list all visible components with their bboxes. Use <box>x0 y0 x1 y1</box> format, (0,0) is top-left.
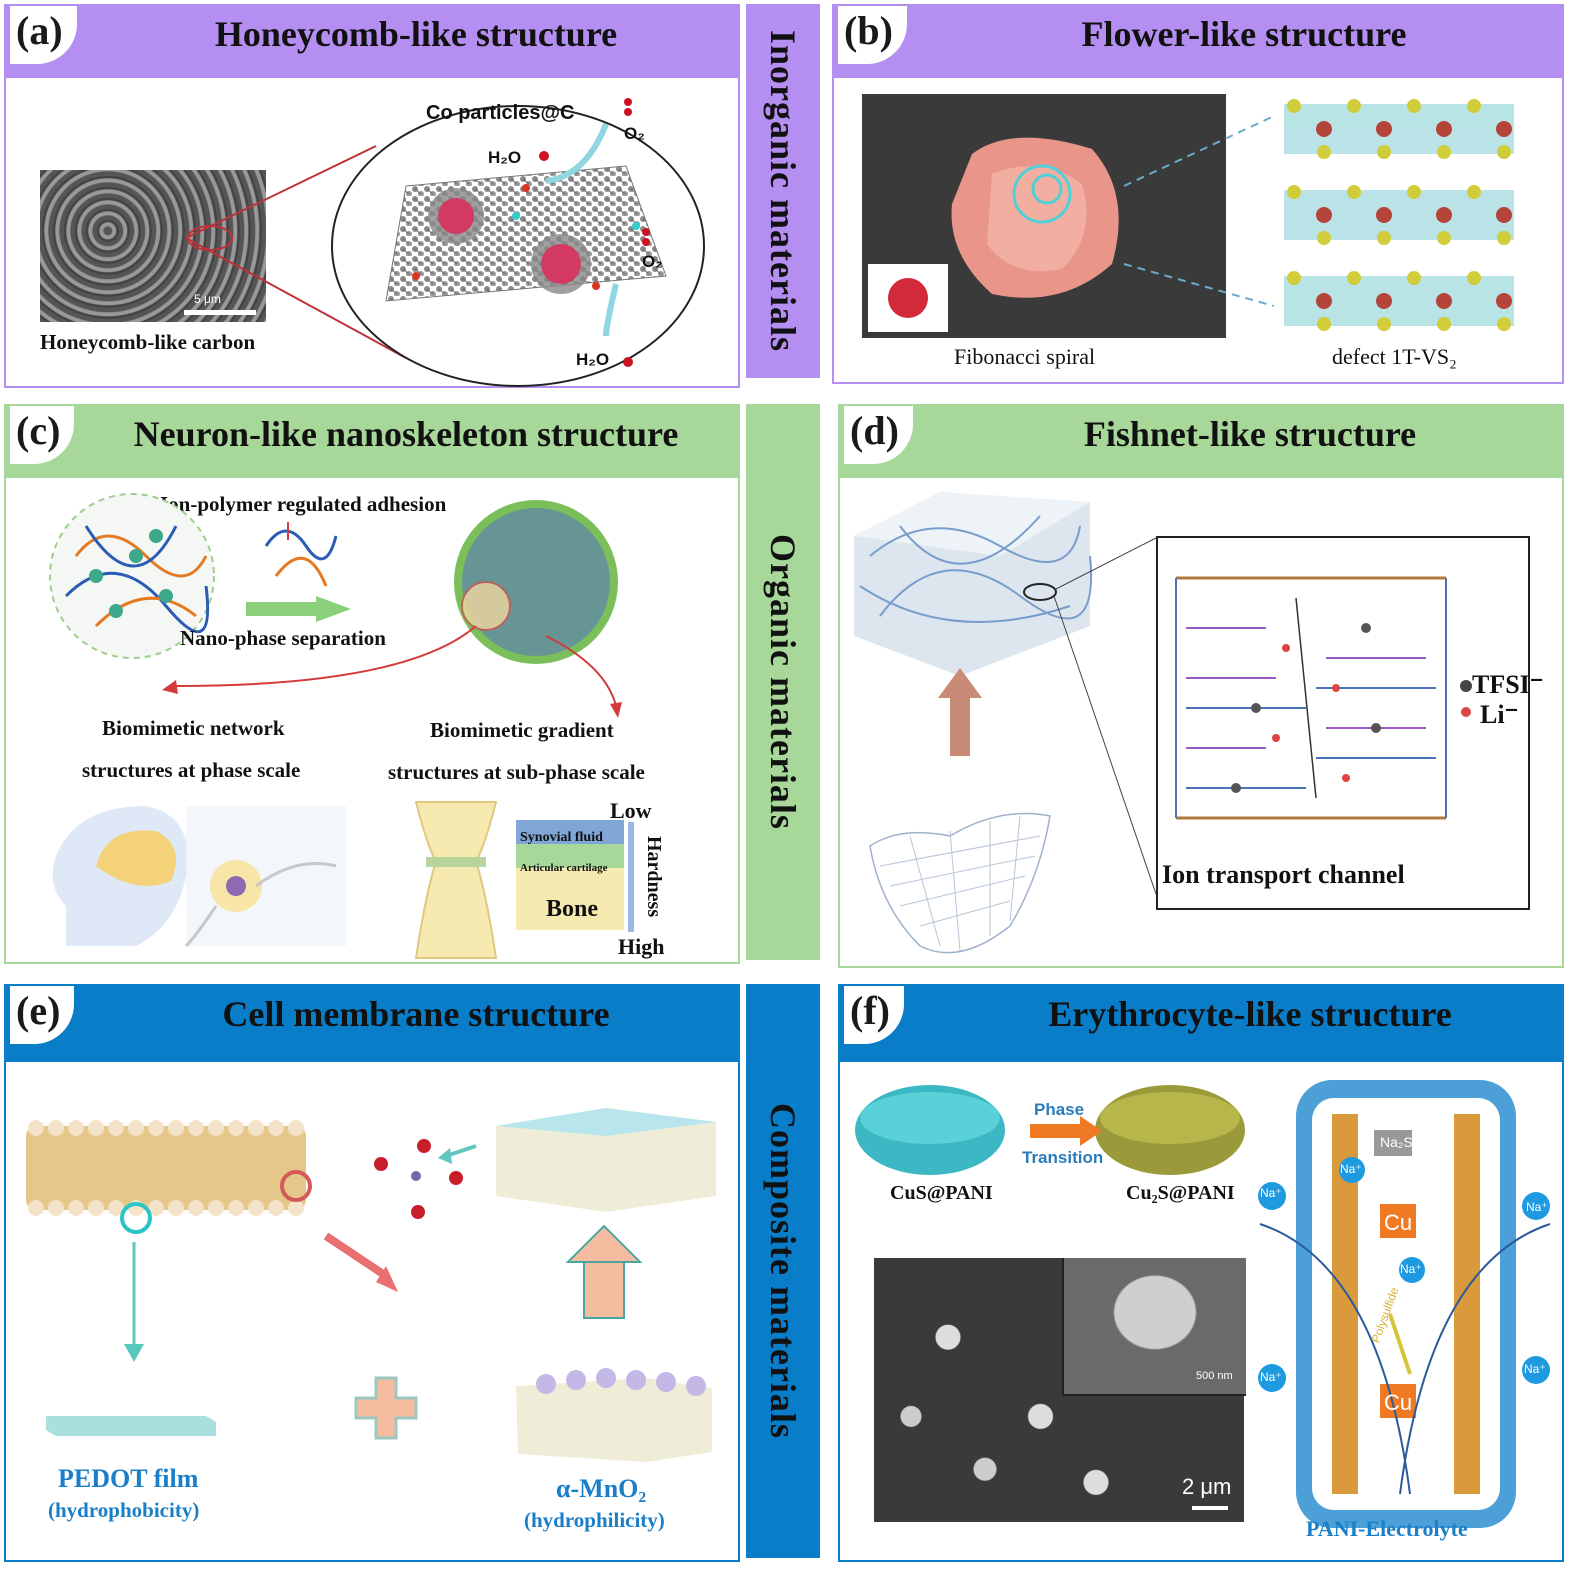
side-label-composite-text: Composite materials <box>763 1103 803 1439</box>
panel-f: (f) Erythrocyte-like structure Phase Tra… <box>838 984 1564 1562</box>
gradient-label-line1: Biomimetic gradient <box>430 718 614 742</box>
carbon-lattice-illustration <box>385 165 667 302</box>
panel-e-header <box>6 986 738 1062</box>
vs2-crystal-illustration <box>1284 99 1514 331</box>
panel-c-letter: (c) <box>10 406 75 464</box>
inset-scale-label: 500 nm <box>1196 1370 1233 1382</box>
phase-label: Phase <box>1034 1100 1085 1119</box>
h2o-bottom-label: H₂O <box>576 350 610 369</box>
tfsi-label: TFSI⁻ <box>1472 670 1544 699</box>
legend-markers <box>1460 680 1472 717</box>
polymer-chain-illustration <box>1175 576 1447 820</box>
panel-a-header <box>6 6 738 78</box>
sem-inset-image <box>1062 1258 1246 1396</box>
fishnet-block-illustration <box>854 492 1157 954</box>
side-label-organic-text: Organic materials <box>763 534 803 830</box>
ion-channel-label: Ion transport channel <box>1162 860 1405 889</box>
synovial-label: Synovial fluid <box>520 830 603 845</box>
na2s-label: Na₂S <box>1380 1134 1413 1150</box>
co-particles-label: Co particles@C <box>426 102 575 124</box>
panel-f-header <box>840 986 1562 1062</box>
disc-transition-illustration <box>855 1085 1245 1175</box>
polymer-network-illustration <box>49 493 622 718</box>
side-label-organic: Organic materials <box>746 404 820 960</box>
cus-label: CuS@PANI <box>890 1182 993 1204</box>
panel-b-title: Flower-like structure <box>1081 14 1407 54</box>
panel-e-title: Cell membrane structure <box>222 994 610 1034</box>
mno2-label: α-MnO₂ <box>556 1474 647 1503</box>
pani-electrolyte-label: PANI-Electrolyte <box>1306 1516 1468 1541</box>
pedot-sub-label: (hydrophobicity) <box>48 1498 200 1522</box>
honeycomb-sem-image <box>40 170 266 322</box>
cell-membrane-illustration <box>26 1108 716 1462</box>
mno2-sub-label: (hydrophilicity) <box>524 1508 665 1532</box>
main-scale-bar <box>1192 1506 1228 1510</box>
cu2s-label: Cu₂S@PANI <box>1126 1182 1235 1204</box>
gradient-label-line2: structures at sub-phase scale <box>388 760 645 784</box>
panel-d-header <box>840 406 1562 478</box>
panel-a: (a) Honeycomb-like structure 5 μm Honeyc… <box>4 4 740 388</box>
na-ion-label-6: Na⁺ <box>1524 1362 1546 1376</box>
oxygen-molecule-icons <box>539 98 650 367</box>
low-label: Low <box>610 798 652 823</box>
pedot-label: PEDOT film <box>58 1464 199 1493</box>
cu-top-label: Cu <box>1384 1210 1413 1235</box>
panel-c-header <box>6 406 738 478</box>
high-label: High <box>618 934 665 959</box>
rose-illustration <box>868 137 1119 332</box>
scale-bar <box>184 310 256 315</box>
panel-d: (d) Fishnet-like structure Ion transport… <box>838 404 1564 968</box>
na-ion-label-1: Na⁺ <box>1340 1162 1362 1176</box>
cu-bottom-label: Cu <box>1384 1390 1413 1415</box>
panel-b-header <box>834 6 1562 78</box>
transition-label: Transition <box>1022 1148 1104 1167</box>
panel-b: (b) Flower-like structure <box>832 4 1564 384</box>
panel-e: (e) Cell membrane structure PEDOT film (… <box>4 984 740 1562</box>
brain-neuron-illustration <box>52 806 346 948</box>
panel-c-title: Neuron-like nanoskeleton structure <box>133 414 679 454</box>
o2-mid-label: O₂ <box>642 252 663 271</box>
zoom-dashed-lines <box>1123 115 1275 307</box>
panel-a-title: Honeycomb-like structure <box>214 14 618 54</box>
na-ion-label-2: Na⁺ <box>1400 1262 1422 1276</box>
vs2-caption: defect 1T-VS₂ <box>1332 344 1457 369</box>
scale-bar-label: 5 μm <box>194 292 221 306</box>
joint-illustration <box>414 801 634 959</box>
side-label-composite: Composite materials <box>746 984 820 1558</box>
li-label: Li⁻ <box>1480 700 1519 729</box>
main-scale-label: 2 μm <box>1182 1474 1232 1499</box>
honeycomb-carbon-label: Honeycomb-like carbon <box>40 330 256 354</box>
o2-top-label: O₂ <box>624 124 645 143</box>
side-label-inorganic-text: Inorganic materials <box>763 30 803 352</box>
na-ion-label-4: Na⁺ <box>1260 1186 1282 1200</box>
network-label-line1: Biomimetic network <box>102 716 285 740</box>
bone-label: Bone <box>546 896 599 922</box>
na-ion-label-5: Na⁺ <box>1260 1370 1282 1384</box>
panel-a-letter: (a) <box>10 6 77 64</box>
panel-d-title: Fishnet-like structure <box>1083 414 1417 454</box>
pani-electrolyte-illustration <box>1258 1080 1551 1528</box>
ion-channel-box <box>1156 536 1530 910</box>
fibonacci-caption: Fibonacci spiral <box>954 344 1096 369</box>
cartilage-label: Articular cartilage <box>520 862 608 874</box>
panel-f-title: Erythrocyte-like structure <box>1048 994 1452 1034</box>
na-ion-label-3: Na⁺ <box>1526 1200 1548 1214</box>
network-label-line2: structures at phase scale <box>82 758 301 782</box>
hardness-label: Hardness <box>643 836 665 918</box>
separation-label: Nano-phase separation <box>180 626 386 650</box>
side-label-inorganic: Inorganic materials <box>746 4 820 378</box>
h2o-top-label: H₂O <box>488 148 522 167</box>
panel-c: (c) Neuron-like nanoskeleton structure I… <box>4 404 740 964</box>
adhesion-label: Ion-polymer regulated adhesion <box>160 492 447 516</box>
